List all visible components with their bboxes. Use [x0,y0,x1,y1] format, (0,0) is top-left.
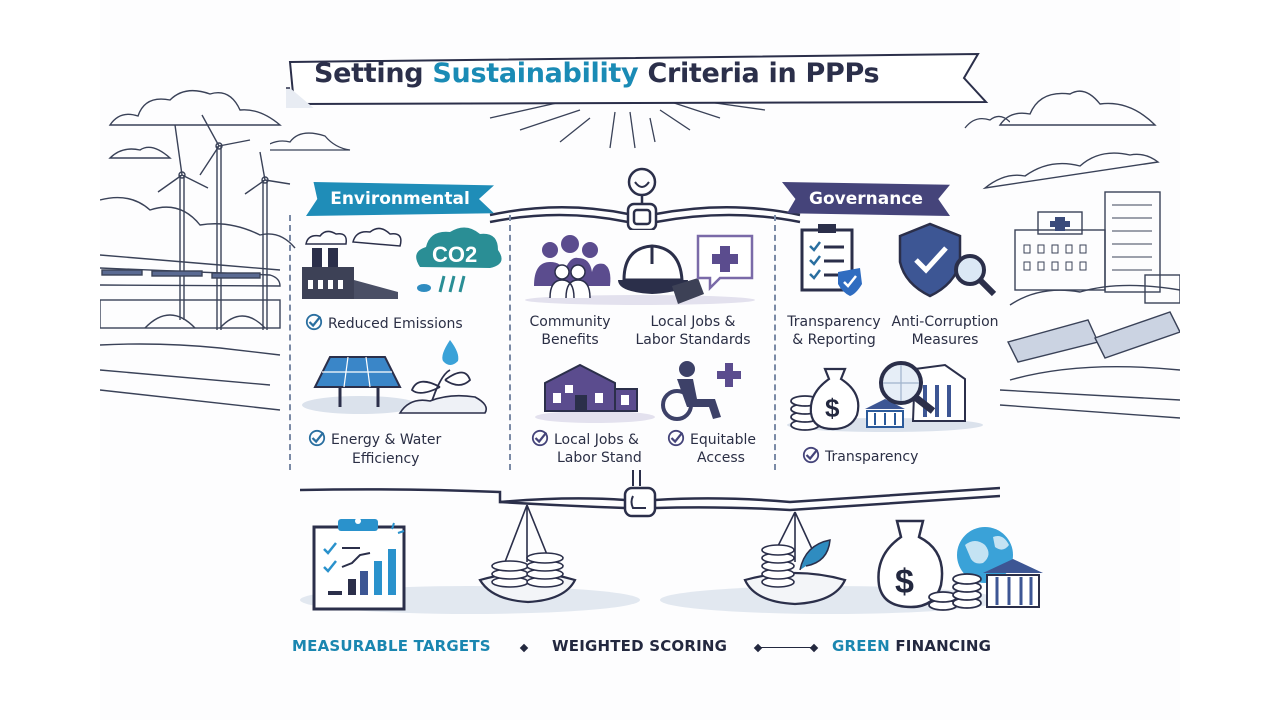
weighted-scoring-label: WEIGHTED SCORING [552,637,728,655]
cloud-icon [270,132,351,151]
wind-turbine-icon [157,124,209,320]
wind-turbine-icon [244,151,291,330]
svg-text:$: $ [895,563,914,601]
clipboard-check-icon [800,224,862,296]
checkmark-icon [305,313,323,331]
governance-banner: Governance [782,182,950,216]
reduced-emissions-item: Reduced Emissions [305,313,463,333]
train-icon [100,267,281,287]
scale-top-beam [489,167,801,230]
coin-stack-icon [928,573,982,611]
solar-panel-icon [313,356,402,407]
right-landscape-illustration [982,90,1180,419]
green-financing-label: GREEN FINANCING [832,637,992,655]
factory-icon [302,248,398,299]
env-efficiency-icons [302,340,488,414]
svg-text:$: $ [825,393,840,423]
governance-top-icons [800,222,997,298]
scale-pan-coins-leaf-icon [743,539,847,606]
cloud-icon [998,90,1157,126]
page-title: Setting Sustainability Criteria in PPPs [314,58,880,89]
scale-ring-icon [627,167,657,197]
transparency-item: Transparency [802,446,918,466]
governance-bottom-icons: $ [787,361,983,432]
svg-text:CO2: CO2 [432,242,477,267]
social-bottom-icons [535,361,741,423]
money-bag-icon: $ [877,519,944,609]
bank-icon [983,559,1043,608]
hospital-building-icon [1014,211,1106,291]
cloud-icon [108,89,282,126]
hard-hat-icon [618,244,704,304]
money-bag-icon: $ [809,367,860,431]
clipboard-bar-chart-icon [312,518,406,611]
left-landscape-illustration [100,89,296,411]
scale-pan-coins-icon [478,552,577,604]
bridge-icon [100,299,281,329]
checkmark-icon [667,429,685,447]
wheelchair-access-icon [661,361,741,421]
local-jobs-labor-stand-item: Local Jobs &Labor Stand [531,429,642,467]
connector-line [760,647,812,648]
community-people-icon [534,235,611,299]
wind-turbine-icon [199,114,251,330]
cloud-outline-icon [305,227,402,247]
medical-chat-icon [696,234,754,292]
sky-rays-decoration [270,97,1010,151]
social-top-icons [525,234,755,305]
transparency-reporting-item: Transparency& Reporting [787,314,881,348]
checkmark-icon [308,429,326,447]
column-divider [509,215,511,470]
plant-water-drop-icon [398,340,488,414]
title-banner: Setting Sustainability Criteria in PPPs [286,48,990,108]
tower-building-icon [1104,191,1161,293]
checkmark-icon [531,429,549,447]
co2-cloud-icon: CO2 [416,227,502,293]
env-emissions-icons: CO2 [302,227,502,299]
measurable-targets-label: MEASURABLE TARGETS [292,637,491,655]
magnifier-globe-icon [879,361,936,414]
building-icon [544,363,638,412]
green-financing-icons: $ [877,519,1043,611]
local-jobs-labor-standards-item: Local Jobs &Labor Standards [635,314,751,348]
column-divider [289,215,291,470]
solar-panel-icon [1006,311,1180,363]
shield-magnifier-icon [898,222,997,298]
column-divider [774,215,776,470]
checkmark-icon [802,446,820,464]
environmental-banner: Environmental [306,182,494,216]
